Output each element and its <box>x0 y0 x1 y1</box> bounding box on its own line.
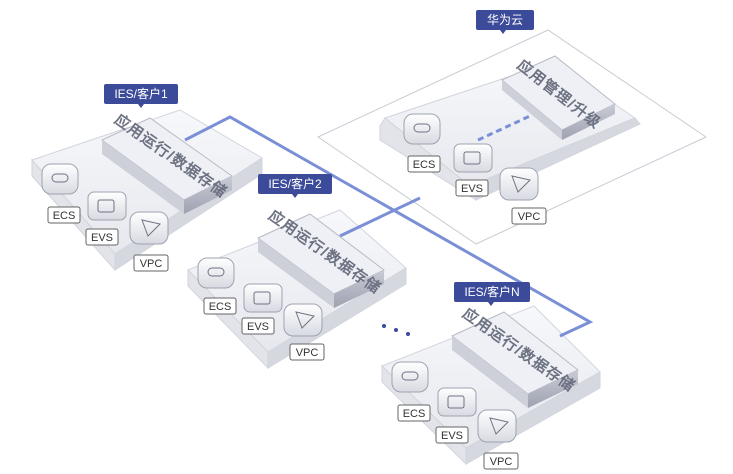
vpc-icon <box>477 409 517 443</box>
ecs-icon <box>197 257 235 289</box>
customer-1-resources: ECS EVS VPC <box>41 163 169 272</box>
evs-icon <box>437 387 477 417</box>
customer-2-tag: IES/客户2 <box>258 174 332 198</box>
ecs-icon <box>41 163 79 195</box>
customer-1-tag-label: IES/客户1 <box>114 86 168 101</box>
evs-icon <box>87 191 127 221</box>
vpc-icon <box>499 167 539 201</box>
customer-n-tag: IES/客户N <box>454 282 530 306</box>
ecs-label-box <box>407 155 441 173</box>
customer-1-evs-label: EVS <box>91 232 113 244</box>
vpc-icon <box>129 211 169 245</box>
customer-2-vpc-label: VPC <box>296 347 319 359</box>
customer-n-ecs-label: ECS <box>403 408 426 420</box>
customer-2-evs-label: EVS <box>247 321 269 333</box>
customer-2-resources: ECS EVS VPC <box>197 257 325 361</box>
cloud-tag-label: 华为云 <box>487 13 523 27</box>
customer-n-tag-label: IES/客户N <box>464 284 519 299</box>
customer-2-ecs-label: ECS <box>209 301 232 313</box>
cloud-vpc-label: VPC <box>518 211 541 223</box>
cloud-resources: ECS EVS VPC <box>403 113 547 225</box>
ecs-icon <box>403 113 441 145</box>
evs-label-box <box>455 179 489 197</box>
customer-1-vpc-label: VPC <box>140 258 163 270</box>
cloud-tag: 华为云 <box>476 10 534 34</box>
cloud-evs-label: EVS <box>461 183 483 195</box>
cloud-ecs-label: ECS <box>413 159 436 171</box>
ecs-icon <box>391 361 429 393</box>
customer-2-tag-label: IES/客户2 <box>268 176 322 191</box>
customer-1-tag: IES/客户1 <box>104 84 178 108</box>
customer-1-ecs-label: ECS <box>53 210 76 222</box>
customer-n-evs-label: EVS <box>441 430 463 442</box>
customer-n-resources: ECS EVS VPC <box>391 361 519 470</box>
more-customers-ellipsis <box>382 324 410 336</box>
customer-n-vpc-label: VPC <box>490 456 513 468</box>
vpc-label-box <box>511 207 547 225</box>
evs-icon <box>453 143 493 173</box>
network-links <box>184 114 594 338</box>
evs-icon <box>243 283 283 313</box>
vpc-icon <box>283 303 323 337</box>
